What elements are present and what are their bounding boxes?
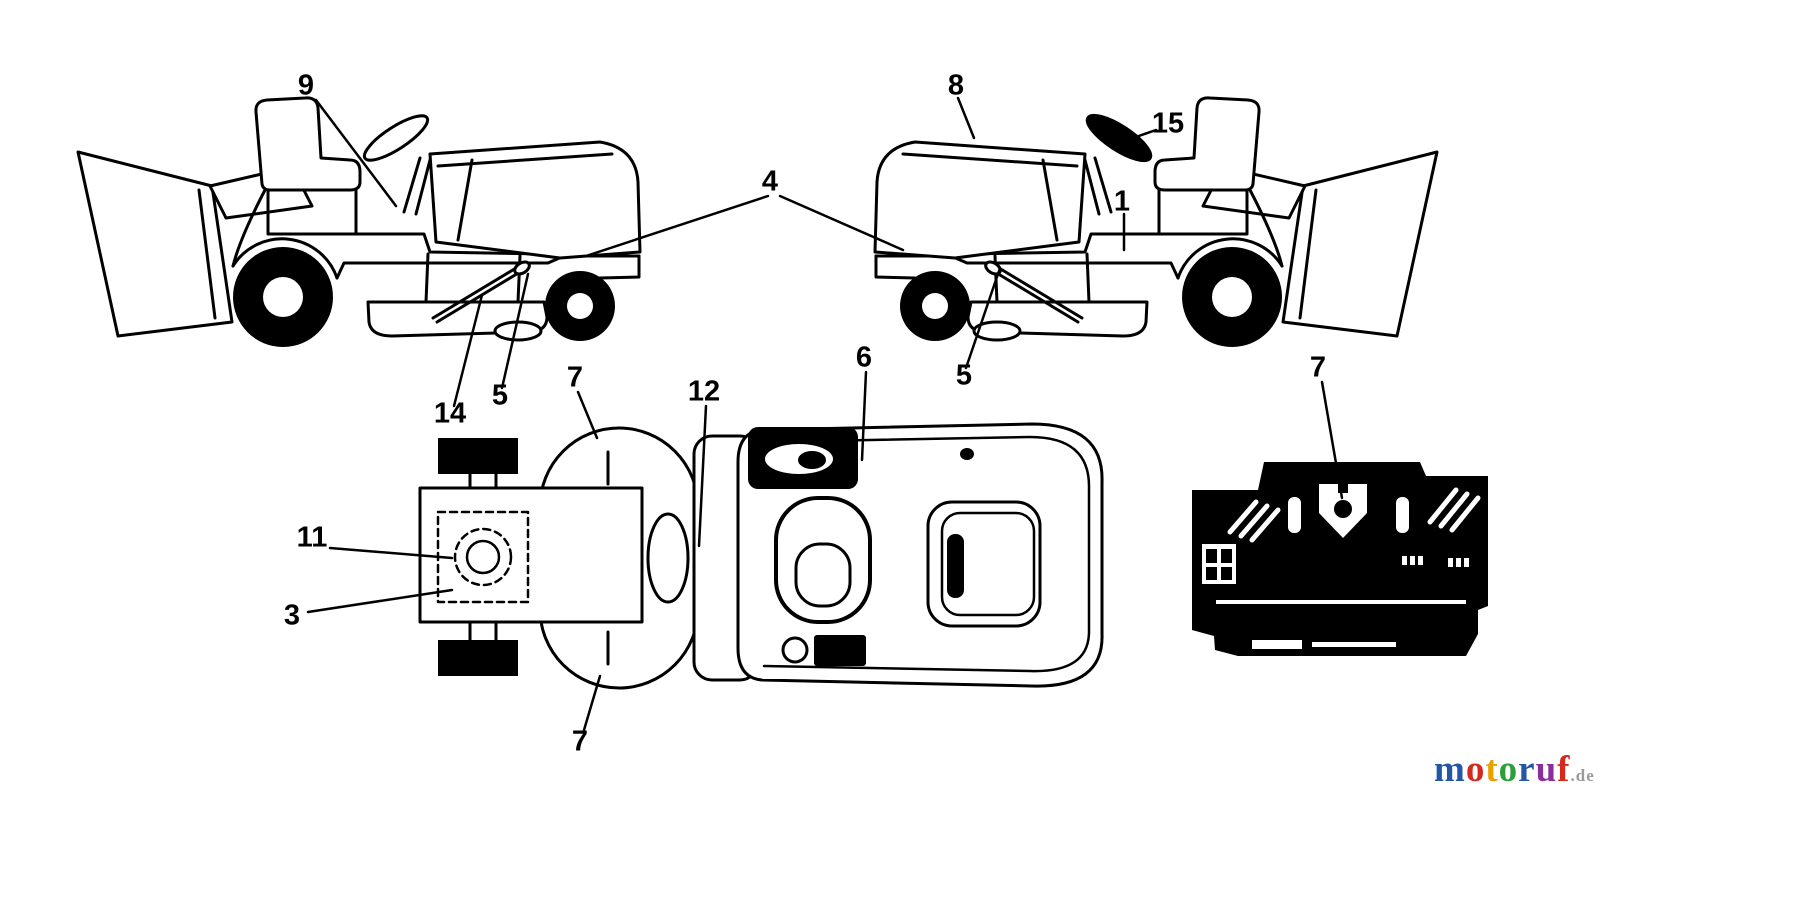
- tractor-top-view: [736, 422, 1104, 688]
- steering-wheel-top: [774, 496, 872, 624]
- watermark-suffix: .de: [1570, 766, 1595, 785]
- leader-line-15: [1128, 128, 1158, 141]
- callout-7-deck-bottom: 7: [571, 725, 589, 758]
- leader-line-3: [306, 588, 454, 614]
- callout-6: 6: [855, 341, 873, 374]
- callout-15: 15: [1151, 107, 1185, 140]
- callout-11: 11: [296, 521, 328, 554]
- steering-wheel-decal: [1085, 113, 1153, 163]
- leader-line-12: [697, 404, 708, 548]
- leader-line-4-right: [778, 194, 905, 252]
- leader-line-7-panel: [1320, 380, 1344, 500]
- leader-line-7-deck-bottom: [582, 674, 602, 732]
- callout-1: 1: [1113, 185, 1131, 218]
- tractor-side-view-left: [76, 96, 642, 349]
- leader-line-5-left: [500, 272, 530, 390]
- callout-3: 3: [283, 599, 301, 632]
- leader-line-9: [314, 98, 398, 208]
- leader-line-6: [860, 370, 868, 462]
- fuel-cap-top: [960, 448, 974, 460]
- hatch-stripes-right: [1427, 487, 1481, 533]
- decal-panel-view: [1192, 462, 1488, 656]
- leader-line-5-right: [964, 266, 1002, 370]
- leader-line-11: [328, 546, 454, 560]
- callout-14: 14: [433, 397, 467, 430]
- front-wheel-top: [438, 438, 518, 474]
- callout-5-right: 5: [955, 359, 973, 392]
- callout-7-panel: 7: [1309, 351, 1327, 384]
- leader-line-14: [452, 293, 484, 408]
- footrest-pad: [814, 635, 866, 666]
- callout-9: 9: [297, 69, 315, 102]
- watermark-letter: m: [1434, 749, 1466, 790]
- watermark-letter: o: [1498, 749, 1519, 790]
- callout-4: 4: [761, 165, 779, 198]
- leader-lines: [306, 96, 1344, 732]
- leader-line-4-left: [584, 194, 770, 258]
- watermark-letter: o: [1465, 749, 1486, 790]
- mower-deck-top-view: [418, 426, 760, 690]
- leader-line-8: [956, 96, 976, 140]
- callout-7-deck-top: 7: [566, 361, 584, 394]
- callout-8: 8: [947, 69, 965, 102]
- motoruf-watermark: motoruf.de: [1434, 748, 1595, 791]
- callout-12: 12: [687, 375, 721, 408]
- watermark-letter: r: [1518, 749, 1536, 790]
- watermark-letter: t: [1485, 749, 1499, 790]
- spindle-cover: [646, 512, 690, 604]
- hatch-stripes-left: [1227, 499, 1281, 543]
- cup-holder: [781, 636, 809, 664]
- leader-line-7-deck-top: [576, 390, 599, 440]
- front-wheel-bottom: [438, 640, 518, 676]
- callout-5-left: 5: [491, 379, 509, 412]
- watermark-letter: f: [1557, 749, 1571, 790]
- seat-lever: [947, 534, 964, 598]
- watermark-letter: u: [1535, 749, 1558, 790]
- engine-box: [418, 486, 644, 624]
